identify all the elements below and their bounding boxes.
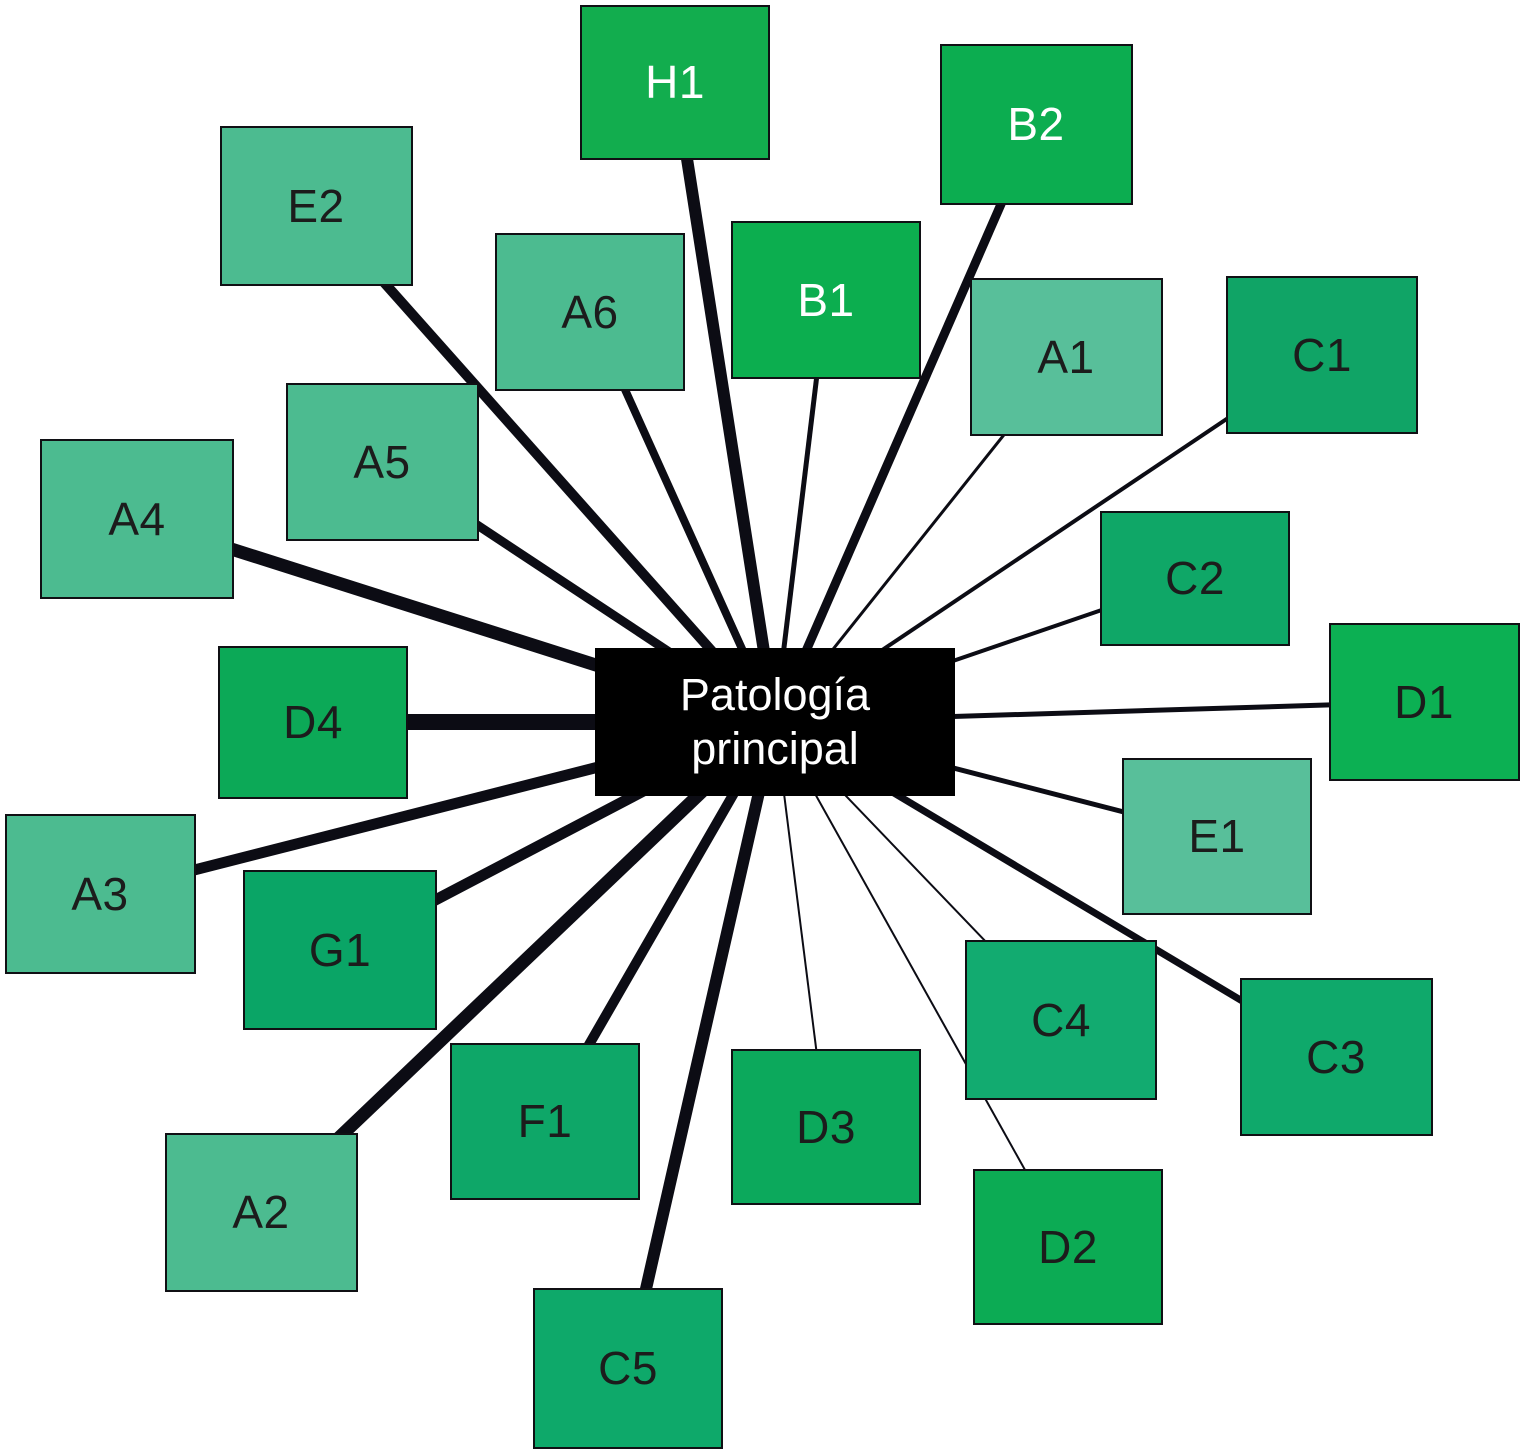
node-D2: D2 xyxy=(973,1169,1163,1325)
node-D1: D1 xyxy=(1328,623,1520,781)
node-B1: B1 xyxy=(731,221,921,379)
edge-E2 xyxy=(312,202,779,726)
node-B2: B2 xyxy=(939,43,1133,205)
node-E2: E2 xyxy=(219,126,413,286)
node-label: A4 xyxy=(108,493,166,545)
node-label: E1 xyxy=(1188,810,1246,862)
central-node-label-line1: Patología xyxy=(679,669,871,720)
node-label: C1 xyxy=(1292,329,1352,381)
node-label: D3 xyxy=(796,1101,856,1153)
node-label: B2 xyxy=(1007,98,1065,150)
node-D4: D4 xyxy=(218,645,408,799)
node-G1: G1 xyxy=(243,870,437,1030)
node-A1: A1 xyxy=(969,278,1163,436)
edge-D2 xyxy=(774,721,1069,1248)
node-A2: A2 xyxy=(164,1132,358,1292)
node-A3: A3 xyxy=(4,814,196,974)
node-label: D2 xyxy=(1038,1221,1098,1273)
node-label: A5 xyxy=(353,436,411,488)
node-label: C4 xyxy=(1031,994,1091,1046)
node-label: C5 xyxy=(598,1342,658,1394)
node-label: F1 xyxy=(517,1095,573,1147)
node-H1: H1 xyxy=(580,4,770,160)
edge-C5 xyxy=(622,720,781,1370)
node-label: G1 xyxy=(308,924,372,976)
node-label: D1 xyxy=(1394,676,1454,728)
central-node: Patología principal xyxy=(595,648,955,796)
node-label: A3 xyxy=(71,868,129,920)
node-label: A6 xyxy=(561,286,619,338)
node-A6: A6 xyxy=(495,233,685,391)
edge-A2 xyxy=(256,717,780,1217)
node-F1: F1 xyxy=(450,1042,640,1200)
node-C2: C2 xyxy=(1100,510,1290,646)
node-D3: D3 xyxy=(731,1049,921,1205)
node-E1: E1 xyxy=(1122,757,1312,915)
edge-B2 xyxy=(770,122,1041,724)
node-C3: C3 xyxy=(1239,978,1433,1136)
edge-H1 xyxy=(669,81,781,723)
node-label: C2 xyxy=(1165,552,1225,604)
node-label: E2 xyxy=(287,180,345,232)
node-label: B1 xyxy=(797,274,855,326)
node-C4: C4 xyxy=(965,940,1157,1100)
node-label: D4 xyxy=(283,696,343,748)
node-label: H1 xyxy=(645,56,705,108)
node-label: C3 xyxy=(1306,1031,1366,1083)
node-C5: C5 xyxy=(533,1287,723,1449)
node-label: A2 xyxy=(232,1186,290,1238)
node-A4: A4 xyxy=(40,439,234,599)
central-node-label-line2: principal xyxy=(691,723,859,774)
node-label: A1 xyxy=(1037,331,1095,383)
node-C1: C1 xyxy=(1226,276,1418,434)
node-A5: A5 xyxy=(285,383,479,541)
